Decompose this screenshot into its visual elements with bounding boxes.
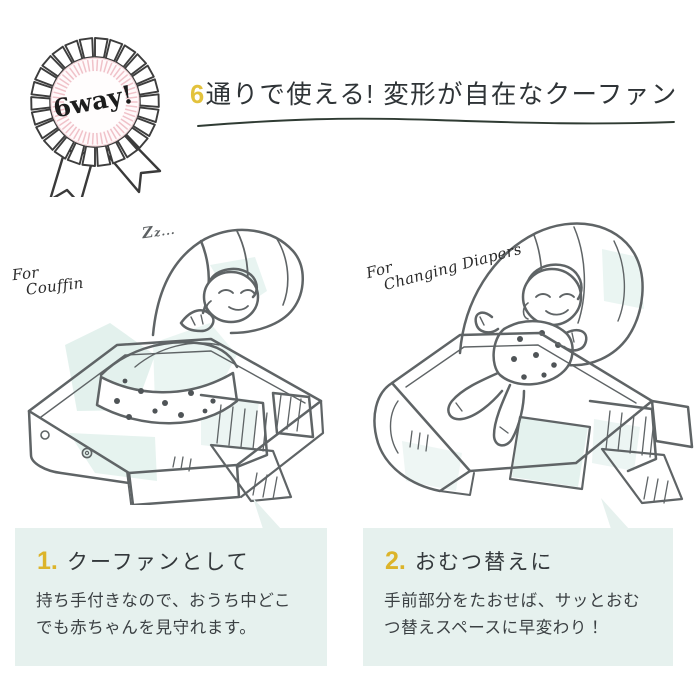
panel-1-body-line-1: 持ち手付きなので、おうち中どこ — [36, 592, 292, 610]
sleep-mark-small: z... — [153, 223, 177, 240]
panel-2-number: 2. — [385, 547, 406, 575]
panel-1-number: 1. — [37, 547, 58, 575]
panel-2-heading-text: おむつ替えに — [414, 551, 554, 574]
panel-2-body-line-1: 手前部分をたおせば、サッとおむ — [384, 592, 641, 610]
caption-panel-1: 1. クーファンとして 持ち手付きなので、おうち中どこ でも赤ちゃんを見守れます。 — [15, 528, 327, 666]
headline-underline — [196, 116, 676, 130]
caption-panel-2: 2. おむつ替えに 手前部分をたおせば、サッとおむ つ替えスペースに早変わり！ — [363, 528, 673, 666]
panel-1-heading: 1. クーファンとして — [37, 546, 250, 576]
panel-1-body: 持ち手付きなので、おうち中どこ でも赤ちゃんを見守れます。 — [36, 588, 316, 642]
panel-2-body-line-2: つ替えスペースに早変わり！ — [384, 619, 605, 638]
panel-2-body: 手前部分をたおせば、サッとおむ つ替えスペースに早変わり！ — [384, 588, 664, 642]
headline-text: 通りで使える! 変形が自在なクーファン — [205, 81, 678, 109]
panel-2-heading: 2. おむつ替えに — [385, 546, 553, 576]
illustration-changing-diapers — [352, 205, 700, 505]
headline-number: 6 — [190, 81, 206, 109]
panel-2-tail — [600, 498, 648, 529]
page-title: 6通りで使える! 変形が自在なクーファン — [190, 74, 690, 111]
illustration-couffin — [5, 205, 355, 507]
panel-1-heading-text: クーファンとして — [66, 551, 250, 574]
panel-1-body-line-2: でも赤ちゃんを見守れます。 — [36, 619, 257, 638]
panel-1-tail — [252, 498, 300, 529]
rosette-badge-icon: 6way! — [10, 22, 180, 206]
